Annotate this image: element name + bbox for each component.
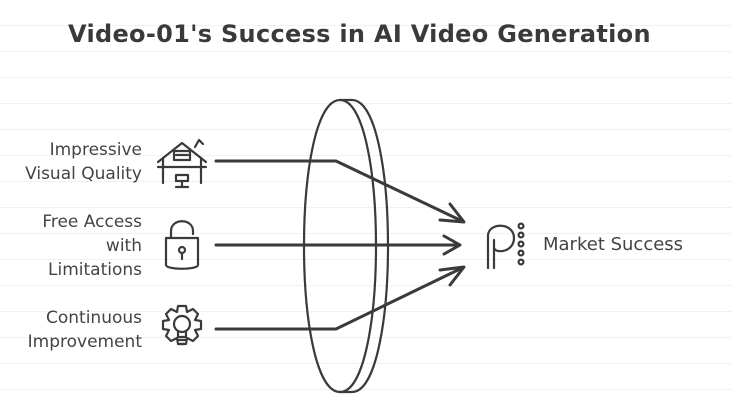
input-label-line: Free Access: [42, 212, 142, 232]
output-label-market-success: Market Success: [543, 234, 684, 255]
arrow-visual-quality: [214, 159, 466, 224]
arrow-free-access: [214, 234, 462, 256]
diagram-title: Video-01's Success in AI Video Generatio…: [68, 20, 651, 48]
input-label-line: Impressive: [49, 140, 142, 160]
gear-bulb-icon: [161, 304, 203, 346]
input-label-visual-quality: Impressive Visual Quality: [25, 138, 142, 186]
input-label-line: Continuous: [45, 308, 142, 328]
input-label-line: Improvement: [27, 332, 142, 352]
arrow-continuous-improvement: [214, 265, 466, 331]
input-label-free-access: Free Access with Limitations: [42, 210, 142, 282]
input-label-continuous-improvement: Continuous Improvement: [28, 306, 142, 354]
input-label-line: Visual Quality: [25, 164, 142, 184]
input-label-line: with: [105, 236, 142, 256]
padlock-icon: [164, 220, 200, 270]
market-p-icon: [486, 222, 525, 270]
desk-house-icon: [156, 138, 208, 189]
input-label-line: Limitations: [48, 260, 142, 280]
